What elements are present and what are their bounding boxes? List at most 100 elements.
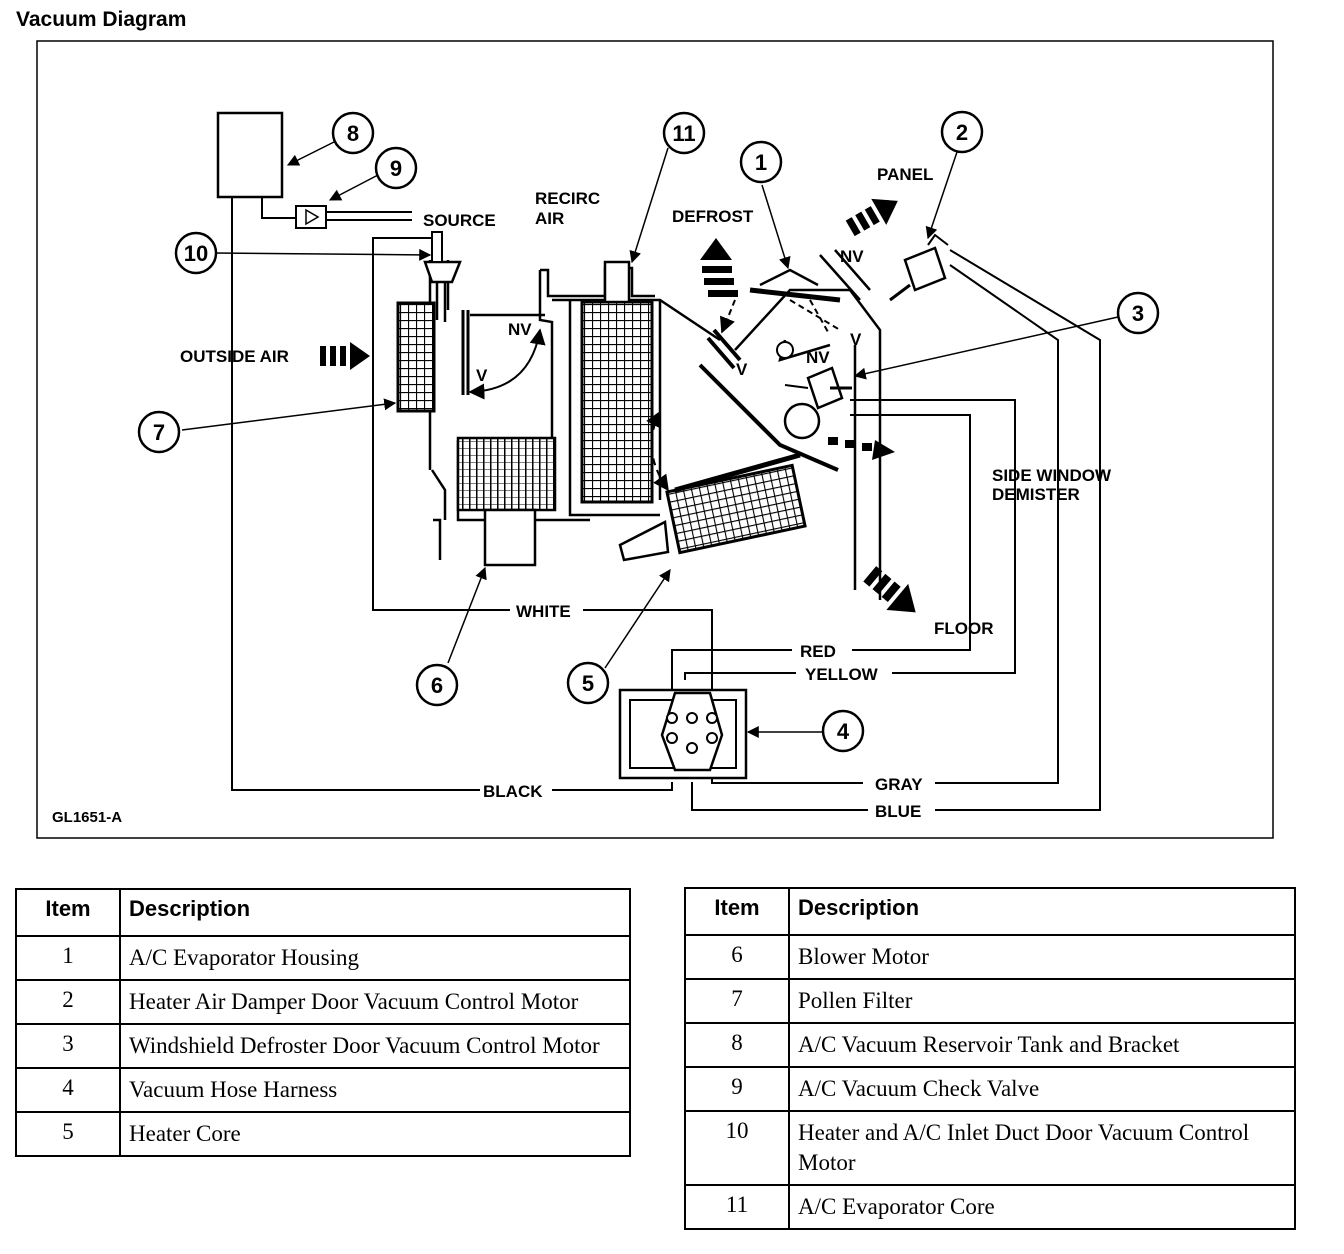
- airflow-panel: [845, 198, 898, 237]
- blower-motor: [483, 508, 537, 567]
- hose-yellow: [684, 399, 1016, 680]
- defrost-door: [749, 287, 841, 303]
- item-number: 10: [684, 1110, 790, 1186]
- column-header-description: Description: [119, 888, 631, 937]
- label-panel: PANEL: [877, 165, 933, 184]
- item-description: Blower Motor: [788, 934, 1296, 980]
- pollen-filter: [396, 301, 436, 413]
- item-description: Heater and A/C Inlet Duct Door Vacuum Co…: [788, 1110, 1296, 1186]
- diagram-frame: [36, 40, 1274, 839]
- label-recirc-v: V: [476, 366, 488, 385]
- callout-8-label: 8: [347, 121, 359, 146]
- hose-black: [231, 197, 673, 791]
- hose-label-red: RED: [800, 642, 836, 661]
- airflow-defrost: [700, 238, 738, 297]
- item-number: 1: [15, 935, 121, 981]
- callout-5: [566, 661, 610, 705]
- item-number: 8: [684, 1022, 790, 1068]
- label-defrost: DEFROST: [672, 207, 754, 226]
- item-description: Heater Air Damper Door Vacuum Control Mo…: [119, 979, 631, 1025]
- label-recirc-air: AIR: [535, 209, 564, 228]
- column-header-item: Item: [684, 887, 790, 936]
- label-panel-v: V: [850, 330, 862, 349]
- heater-core: [665, 463, 807, 555]
- hose-blue: [691, 249, 1101, 811]
- callout-10: [174, 231, 218, 275]
- airflow-floor: [863, 566, 916, 613]
- callout-4: [821, 709, 865, 753]
- vacuum-hose-harness: [618, 688, 748, 780]
- callout-1: [739, 140, 783, 184]
- item-description: Heater Core: [119, 1111, 631, 1157]
- callout-3-label: 3: [1132, 301, 1144, 326]
- duct-opening: [783, 402, 821, 440]
- item-description: A/C Vacuum Reservoir Tank and Bracket: [788, 1022, 1296, 1068]
- item-number: 11: [684, 1184, 790, 1230]
- item-number: 7: [684, 978, 790, 1024]
- airflow-demister: [828, 437, 895, 460]
- item-description: A/C Evaporator Housing: [119, 935, 631, 981]
- hose-red: [671, 414, 971, 700]
- hose-label-blue: BLUE: [875, 802, 921, 821]
- hose-label-black: BLACK: [483, 782, 543, 801]
- reservoir-tank: [216, 111, 284, 199]
- item-number: 6: [684, 934, 790, 980]
- hose-label-gray: GRAY: [875, 775, 923, 794]
- callout-3: [1116, 291, 1160, 335]
- label-floor: FLOOR: [934, 619, 994, 638]
- callout-10-label: 10: [184, 241, 208, 266]
- check-valve: [295, 205, 327, 229]
- label-recirc-nv: NV: [508, 320, 532, 339]
- item-number: 3: [15, 1023, 121, 1069]
- callout-2: [940, 110, 984, 154]
- hose-label-white: WHITE: [516, 602, 571, 621]
- item-description: Pollen Filter: [788, 978, 1296, 1024]
- label-recirc: RECIRC: [535, 189, 600, 208]
- figure-id: GL1651-A: [52, 809, 122, 826]
- item-description: Windshield Defroster Door Vacuum Control…: [119, 1023, 631, 1069]
- blend-door: [674, 452, 801, 493]
- evaporator-core: [580, 300, 654, 504]
- item-number: 9: [684, 1066, 790, 1112]
- hose-label-yellow: YELLOW: [805, 665, 879, 684]
- inlet-door-actuator: [423, 231, 462, 322]
- vacuum-diagram: 1 2 3 4 5 6 7 8 9 10 11 SOURCE RECIRC AI…: [36, 40, 1274, 839]
- column-header-item: Item: [15, 888, 121, 937]
- hose-lines: [231, 197, 1101, 811]
- item-description: A/C Evaporator Core: [788, 1184, 1296, 1230]
- label-side-window: SIDE WINDOW: [992, 466, 1112, 485]
- column-header-description: Description: [788, 887, 1296, 936]
- callout-6: [415, 663, 459, 707]
- callout-7: [137, 410, 181, 454]
- label-defrost-nv: NV: [806, 348, 830, 367]
- label-panel-nv: NV: [840, 247, 864, 266]
- page-title: Vacuum Diagram: [16, 8, 187, 31]
- airflow-outside: [320, 342, 370, 370]
- callout-4-label: 4: [837, 719, 850, 744]
- label-outside-air: OUTSIDE AIR: [180, 347, 289, 366]
- callout-7-label: 7: [153, 420, 165, 445]
- item-number: 4: [15, 1067, 121, 1113]
- callout-9: [374, 146, 418, 190]
- callout-8: [331, 111, 375, 155]
- hose-white: [372, 237, 713, 700]
- callout-1-label: 1: [755, 150, 767, 175]
- label-source: SOURCE: [423, 211, 496, 230]
- label-demister: DEMISTER: [992, 485, 1080, 504]
- callout-11-label: 11: [672, 121, 695, 146]
- damper-actuator: [889, 233, 949, 302]
- item-number: 5: [15, 1111, 121, 1157]
- callout-6-label: 6: [431, 673, 443, 698]
- defroster-actuator: [784, 366, 852, 410]
